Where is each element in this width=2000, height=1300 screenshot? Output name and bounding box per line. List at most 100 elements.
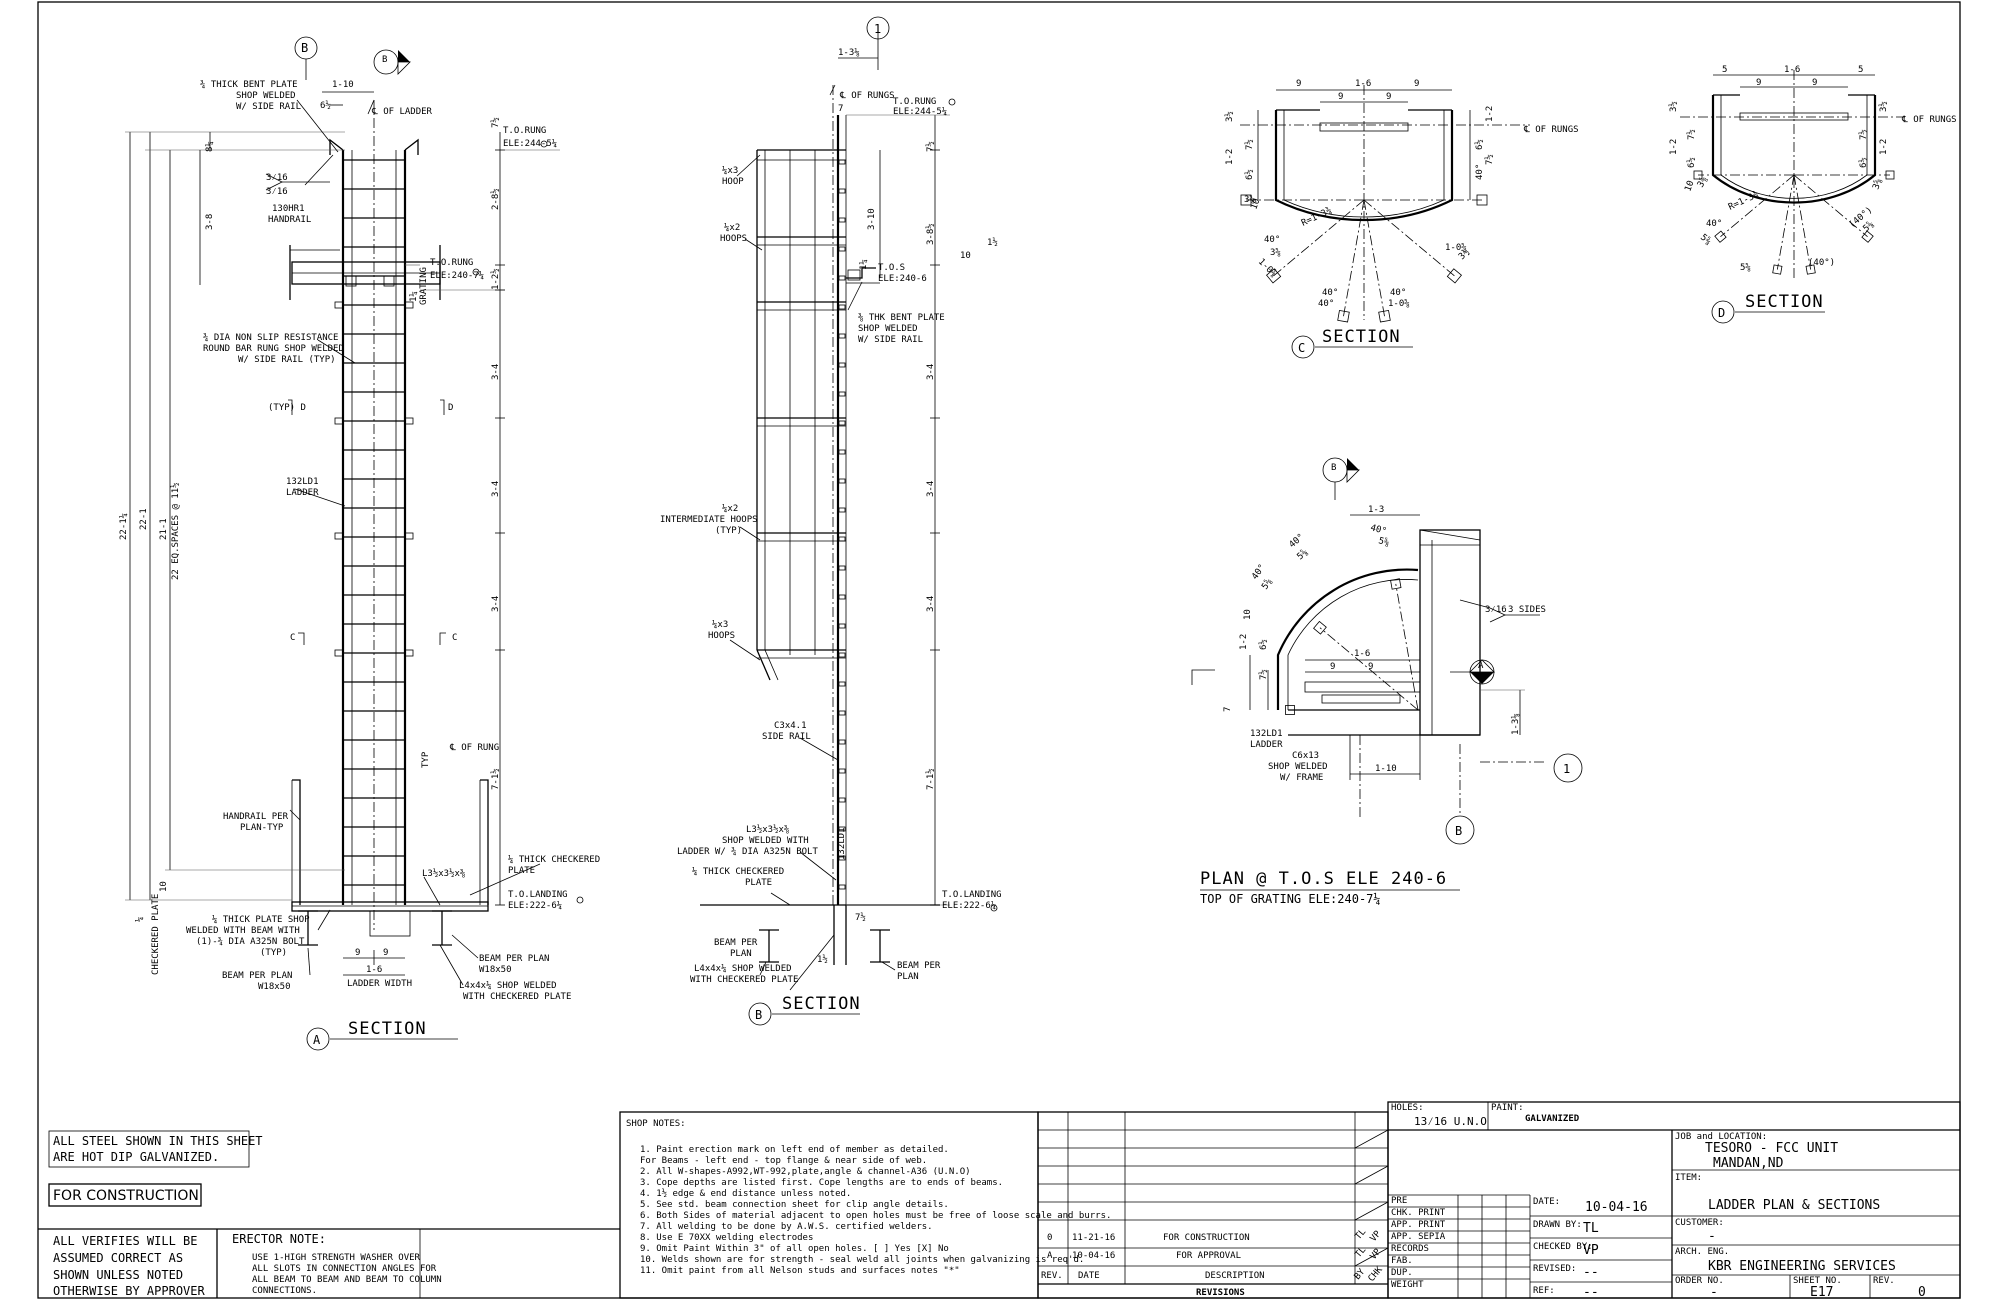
plan-view: 1-3 40° 5⅝ 40° 5⅝ 40° 5⅝ 10 1-2 6½ 7½ 1-… — [1191, 457, 1583, 906]
sd-dim: 3⅝ — [1871, 177, 1884, 191]
sc-dim: 10 — [1249, 197, 1262, 211]
rev-row-chk: VP — [1369, 1229, 1384, 1244]
sa-callout: LADDER — [286, 488, 319, 498]
shop-note: 1. Paint erection mark on left end of me… — [640, 1145, 949, 1155]
rung-end — [838, 623, 846, 629]
plan-subtitle: TOP OF GRATING ELE:240-7¼ — [1200, 892, 1381, 906]
sb-callout: SIDE RAIL — [762, 732, 811, 742]
sa-callout: ℄ OF RUNG — [449, 743, 499, 753]
shop-note: 4. 1½ edge & end distance unless noted. — [640, 1188, 851, 1199]
sb-dim: 10 — [960, 251, 971, 261]
pv-dim: 7½ — [1258, 669, 1269, 680]
section-c-tag: C — [1298, 341, 1305, 355]
rev-hdr-desc: DESCRIPTION — [1205, 1271, 1265, 1281]
sa-callout: GRATING — [419, 267, 429, 305]
sb-callout: BEAM PER — [897, 961, 941, 971]
pv-dim: 5⅝ — [1260, 577, 1274, 592]
sd-dim: 6½ — [1686, 157, 1697, 168]
sa-callout: ROUND BAR RUNG SHOP WELDED — [203, 344, 344, 354]
sb-callout: ¼x3 — [722, 166, 738, 176]
sa-dim: 21-1 — [159, 518, 169, 540]
sd-dim: 1-2 — [1669, 139, 1679, 155]
sc-dim: 7½ — [1484, 154, 1495, 165]
sa-dim: 9 — [355, 948, 360, 958]
sd-dim: 10 — [1683, 179, 1696, 193]
vertical-bar — [1313, 620, 1327, 635]
sb-dim: 3-4 — [926, 481, 936, 497]
rev-row-by: TL — [1354, 1245, 1369, 1260]
sc-dim: 3½ — [1224, 111, 1235, 122]
sc-dim: 1-6 — [1355, 79, 1371, 89]
radial-line — [1363, 199, 1455, 277]
vertical-bar — [1476, 194, 1488, 206]
sa-callout: PLAN-TYP — [240, 823, 284, 833]
sb-callout: ELE:240-6 — [878, 274, 927, 284]
pv-callout: W/ FRAME — [1280, 773, 1323, 783]
rev-diagonal — [1354, 1247, 1389, 1267]
radial-line — [1319, 627, 1419, 711]
sheet-value: E17 — [1810, 1285, 1833, 1300]
pv-callout: A — [1478, 661, 1484, 671]
sc-dim: 1-2 — [1225, 149, 1235, 165]
holes-value: 13⁄16 U.N.O — [1414, 1115, 1487, 1128]
rung-end — [838, 739, 846, 745]
sa-dim: 1-2½ — [490, 268, 501, 290]
sb-callout: T.O.RUNG — [893, 97, 936, 107]
erector-note: ALL BEAM TO BEAM AND BEAM TO COLUMN — [252, 1275, 442, 1285]
pv-callout: 3⁄16 — [1485, 605, 1507, 615]
rung-end — [838, 884, 846, 890]
sd-dim: 9 — [1812, 78, 1817, 88]
sa-dim: 3-4 — [491, 481, 501, 497]
sc-callout: ℄ OF RUNGS — [1523, 125, 1579, 135]
print-row: RECORDS — [1391, 1244, 1429, 1254]
sd-dim: 5 — [1858, 65, 1863, 75]
section-a-tag: A — [313, 1033, 321, 1047]
sa-callout: HANDRAIL PER — [223, 812, 289, 822]
pv-dim: 5⅝ — [1296, 548, 1311, 563]
sc-dim: 40° — [1322, 288, 1338, 298]
sc-dim: 9 — [1296, 79, 1301, 89]
pv-dim: 1-3⅛ — [1511, 713, 1521, 735]
erector-note: ALL SLOTS IN CONNECTION ANGLES FOR — [252, 1264, 437, 1274]
sd-dim: 7½ — [1686, 129, 1697, 140]
sc-dim: 40° — [1390, 288, 1406, 298]
sc-dim: 3⅝ — [1270, 248, 1281, 258]
rung-clip — [404, 301, 414, 309]
pv-dim: 6½ — [1258, 639, 1269, 650]
vertical-bar — [1772, 264, 1783, 275]
rung-clip — [334, 649, 344, 657]
sa-callout: 3⁄16 — [266, 173, 288, 183]
vertical-bar — [1240, 194, 1252, 206]
sd-dim: 6½ — [1858, 157, 1869, 168]
sb-dim: 1½ — [987, 237, 998, 248]
checked-value: VP — [1583, 1243, 1599, 1258]
sb-callout: (TYP) — [715, 526, 742, 536]
sa-callout: PLATE — [508, 866, 535, 876]
shop-note: 2. All W-shapes-A992,WT-992,plate,angle … — [640, 1167, 971, 1177]
sc-dim: 40° — [1475, 164, 1485, 180]
radial-line — [1793, 174, 1812, 270]
vertical-bar — [1337, 309, 1350, 323]
rev-diagonal — [1354, 1129, 1389, 1149]
sa-dim: 8¼ — [205, 141, 215, 152]
pv-callout: B — [1331, 463, 1336, 473]
sb-callout: T.O.S — [878, 263, 905, 273]
section-b-title: SECTION — [782, 994, 861, 1014]
sd-dim: 9 — [1756, 78, 1761, 88]
sb-dim: 7-1½ — [925, 768, 936, 790]
sb-callout: PLAN — [730, 949, 752, 959]
sd-dim: (40°) — [1808, 258, 1835, 268]
rung-end — [838, 681, 846, 687]
sc-dim: 6½ — [1244, 169, 1255, 180]
rev-hdr-rev: REV. — [1041, 1271, 1063, 1281]
section-a-title: SECTION — [348, 1019, 427, 1039]
sa-dim: 7-1½ — [490, 768, 501, 790]
sb-callout: ℄ OF RUNGS — [839, 91, 895, 101]
sd-dim: 5⅝ — [1740, 263, 1751, 273]
sb-dim: 7½ — [925, 141, 936, 152]
shop-note: 11. Omit paint from all Nelson studs and… — [640, 1266, 960, 1276]
sd-dim: 1-2 — [1879, 139, 1889, 155]
sa-dim: 1¼ — [409, 291, 419, 302]
sa-callout: L4x4x¼ SHOP WELDED — [459, 981, 557, 991]
